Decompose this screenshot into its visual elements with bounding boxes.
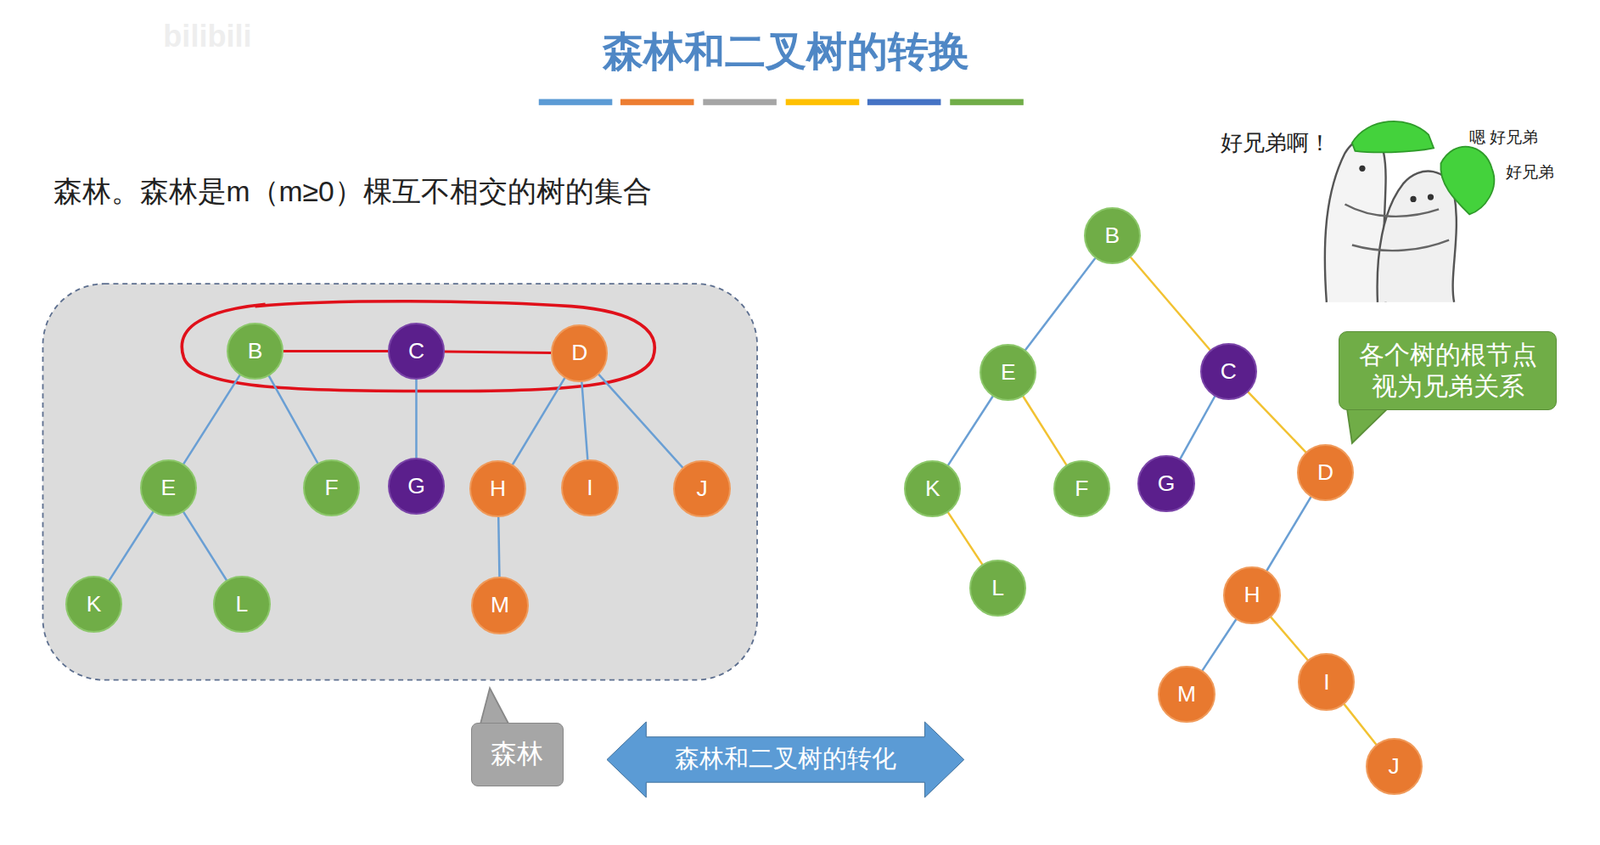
tree-node: H xyxy=(469,460,527,517)
node-letter: G xyxy=(1157,470,1176,497)
color-bar xyxy=(538,99,613,106)
node-letter: G xyxy=(407,472,426,500)
meme-caption: 好兄弟 xyxy=(1505,160,1555,184)
callout-pointer xyxy=(479,687,511,727)
tree-edge xyxy=(512,377,565,465)
sibling-link xyxy=(444,351,551,354)
tree-node: B xyxy=(1083,207,1141,264)
node-letter: L xyxy=(235,590,249,618)
page-title: 森林和二叉树的转换 xyxy=(602,24,970,79)
callout-box: 各个树的根节点 视为兄弟关系 xyxy=(1338,331,1557,411)
callout-box: 森林 xyxy=(471,722,564,786)
tree-node: D xyxy=(1296,443,1354,501)
tree-edge xyxy=(1270,616,1309,660)
node-letter: I xyxy=(586,474,593,501)
tree-edge xyxy=(581,381,588,460)
tree-edge xyxy=(109,511,153,580)
node-letter: I xyxy=(1323,668,1330,696)
tree-edge xyxy=(1202,618,1237,670)
tree-edge xyxy=(415,379,418,457)
callout-pointer xyxy=(1347,408,1388,444)
tree-node: M xyxy=(1157,665,1215,723)
tree-node: E xyxy=(140,459,197,517)
tree-edge xyxy=(1130,257,1210,350)
callout-text: 森林和二叉树的转化 xyxy=(674,741,897,776)
node-letter: J xyxy=(696,475,708,502)
node-letter: E xyxy=(1000,359,1017,386)
meme-sketch xyxy=(1308,120,1572,304)
node-letter: D xyxy=(571,339,588,366)
color-bar xyxy=(949,99,1024,106)
tree-node: E xyxy=(979,343,1037,401)
tree-node: M xyxy=(471,576,528,634)
tree-node: D xyxy=(550,324,608,382)
tree-node: I xyxy=(561,459,618,517)
tree-edge xyxy=(1025,258,1095,350)
callout-text: 各个树的根节点 视为兄弟关系 xyxy=(1354,338,1541,403)
tree-edge xyxy=(269,376,318,463)
sibling-link xyxy=(283,349,388,353)
tree-node: C xyxy=(1200,342,1258,400)
tree-edge xyxy=(598,374,683,468)
watermark: bilibili xyxy=(162,18,252,55)
node-letter: K xyxy=(86,590,102,618)
node-letter: L xyxy=(991,574,1005,601)
tree-node: K xyxy=(903,460,961,517)
meme-caption: 好兄弟啊！ xyxy=(1220,128,1331,158)
tree-edge xyxy=(1344,703,1376,744)
color-bar xyxy=(785,99,860,106)
tree-node: K xyxy=(65,575,123,633)
tree-edge xyxy=(1248,392,1307,452)
tree-node: F xyxy=(1053,460,1111,517)
tree-edge xyxy=(498,516,500,577)
node-letter: J xyxy=(1388,752,1400,780)
color-bar xyxy=(702,99,777,106)
tree-edge xyxy=(948,512,983,564)
node-letter: K xyxy=(925,475,941,502)
tree-node: G xyxy=(1137,454,1195,512)
tree-edge xyxy=(183,375,240,464)
tree-node: L xyxy=(213,575,270,633)
tree-node: J xyxy=(1365,737,1423,795)
node-letter: D xyxy=(1317,459,1334,486)
tree-node: I xyxy=(1297,652,1355,710)
definition-text: 森林。森林是m（m≥0）棵互不相交的树的集合 xyxy=(53,173,652,212)
tree-node: C xyxy=(387,322,445,380)
tree-edge xyxy=(1266,496,1311,571)
node-letter: H xyxy=(1244,581,1261,608)
node-letter: B xyxy=(247,337,264,365)
tree-edge xyxy=(948,396,993,466)
tree-node: L xyxy=(969,559,1027,617)
callout-text: 森林 xyxy=(490,735,544,772)
node-letter: C xyxy=(1220,358,1237,385)
node-letter: C xyxy=(408,337,425,365)
tree-node: G xyxy=(387,457,445,515)
tree-node: J xyxy=(673,460,730,517)
color-bar xyxy=(620,99,695,106)
double-arrow: 森林和二叉树的转化 xyxy=(606,721,965,798)
tree-edge xyxy=(1179,396,1215,459)
forest-region xyxy=(42,283,758,680)
tree-node: B xyxy=(226,322,284,380)
tree-edge xyxy=(1023,396,1067,465)
node-letter: E xyxy=(161,474,177,501)
node-letter: M xyxy=(490,591,510,618)
node-letter: M xyxy=(1177,680,1196,708)
node-letter: B xyxy=(1105,222,1121,249)
tree-node: H xyxy=(1223,566,1280,624)
node-letter: H xyxy=(489,475,506,502)
node-letter: F xyxy=(1074,475,1089,502)
highlight-ellipse xyxy=(181,301,655,392)
tree-node: F xyxy=(303,459,360,517)
meme-caption: 嗯 好兄弟 xyxy=(1469,125,1539,149)
node-letter: F xyxy=(325,474,339,501)
color-bar xyxy=(867,99,942,106)
tree-edge xyxy=(183,511,227,580)
